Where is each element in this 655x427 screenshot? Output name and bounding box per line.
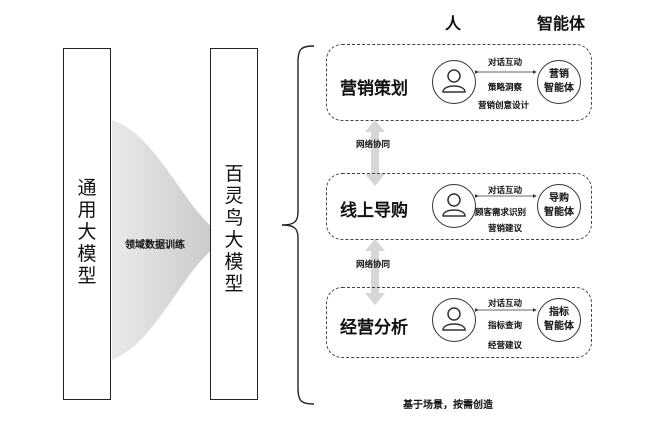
person-icon [442,69,466,93]
agent-circle-guide: 导购 智能体 [537,184,581,228]
brace-icon [281,45,315,405]
agent-name: 指标 [549,307,569,318]
person-header: 人 [445,14,462,33]
agent-circle-marketing: 营销 智能体 [537,60,581,104]
link-label: 经营建议 [488,341,523,351]
link-label: 对话互动 [488,299,523,309]
agent-type: 智能体 [544,83,574,94]
general-model-box: 通用大模型 [63,48,111,400]
collab-label-2: 网络协同 [356,260,391,270]
scene-title: 营销策划 [340,79,408,99]
agent-type: 智能体 [544,207,574,218]
training-funnel [112,120,218,360]
link-label: 对话互动 [488,58,523,68]
link-label: 营销创意设计 [478,101,530,111]
scene-business-analysis: 经营分析 [326,287,592,358]
bailing-model-box: 百灵鸟大模型 [210,48,258,400]
scene-title: 线上导购 [340,201,408,221]
person-icon [442,307,466,331]
agent-header: 智能体 [537,14,586,33]
scene-marketing-planning: 营销策划 [326,44,592,121]
agent-name: 营销 [549,69,569,80]
link-label: 营销建议 [488,224,523,234]
general-model-label: 通用大模型 [77,177,97,287]
link-label: 对话互动 [488,186,523,196]
agent-name: 导购 [549,193,569,204]
collab-label-1: 网络协同 [356,140,391,150]
person-avatar-2 [432,184,476,228]
link-label: 策略洞察 [488,83,523,93]
agent-type: 智能体 [544,321,574,332]
link-label: 指标查询 [488,321,523,331]
agent-circle-metrics: 指标 智能体 [537,298,581,342]
training-label: 领域数据训练 [125,240,185,251]
bailing-model-label: 百灵鸟大模型 [224,163,244,295]
link-label: 顾客需求识别 [475,208,527,218]
scene-title: 经营分析 [340,318,408,338]
collab-arrow-1 [365,120,385,186]
person-avatar-1 [432,60,476,104]
person-icon [442,193,466,217]
scene-online-shopping-guide: 线上导购 [326,173,592,240]
interaction-arrows [474,70,537,312]
footer-label: 基于场景，按需创造 [403,400,493,411]
person-avatar-3 [432,298,476,342]
collab-arrow-2 [365,239,385,305]
